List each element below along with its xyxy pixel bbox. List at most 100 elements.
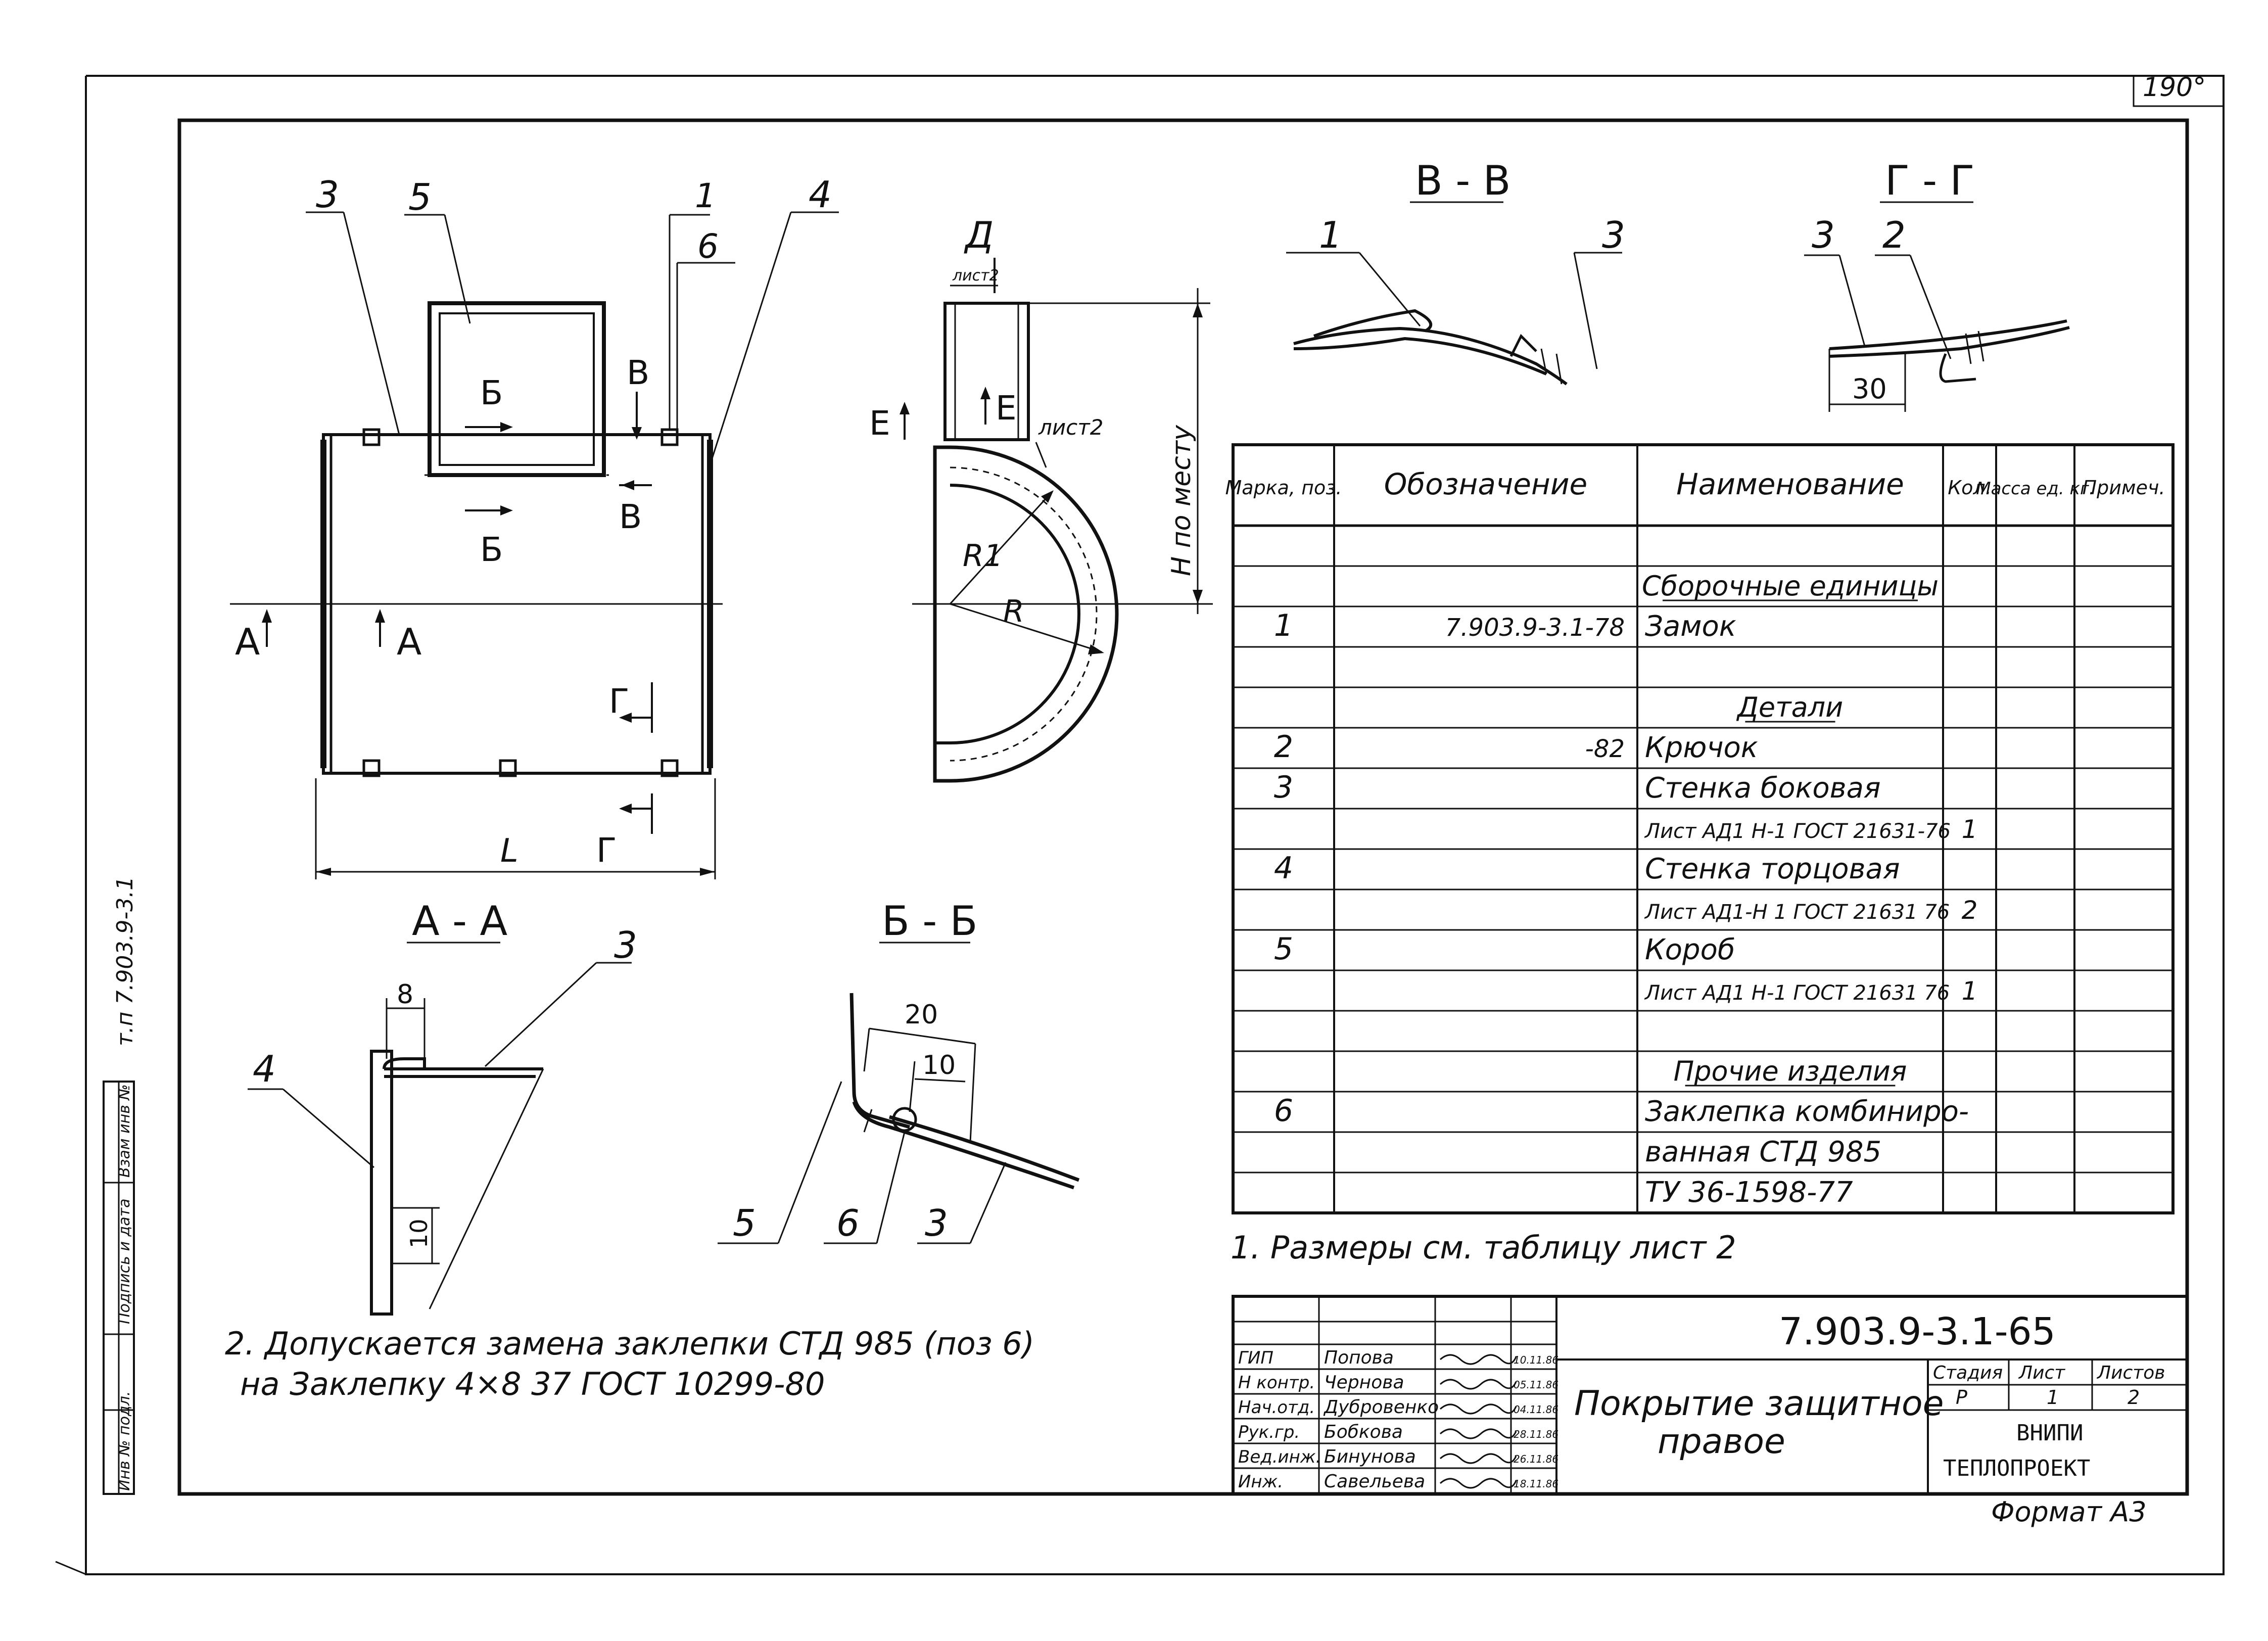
section-bb-title: Б - Б <box>882 898 978 945</box>
spec-cell: 2 <box>1962 896 1978 925</box>
signer-role: Вед.инж. <box>1238 1447 1321 1467</box>
signer-role: Н контр. <box>1238 1373 1315 1393</box>
sheet-value: 1 <box>2047 1386 2059 1409</box>
spec-cell: 6 <box>1274 1093 1293 1129</box>
spec-cell: Сборочные единицы <box>1642 570 1939 602</box>
signature-mark <box>1439 1428 1517 1439</box>
spec-cell: Стенка торцовая <box>1645 853 1900 885</box>
signer-date: 10.11.86 <box>1514 1354 1558 1366</box>
callout-5: 5 <box>408 176 432 218</box>
cut-G-top: Г <box>609 682 629 721</box>
signer-date: 28.11.86 <box>1514 1428 1558 1440</box>
dim-20: 20 <box>905 1000 938 1030</box>
side-inv-label: Инв № подл. <box>116 1391 133 1491</box>
spec-cell: Прочие изделия <box>1674 1055 1907 1087</box>
signature-mark <box>1439 1379 1517 1390</box>
signer-name: Бинунова <box>1324 1446 1416 1467</box>
signer-name: Бобкова <box>1324 1422 1403 1442</box>
signer-date: 18.11.86 <box>1514 1478 1558 1490</box>
spec-header-5: Примеч. <box>2083 477 2165 499</box>
section-vv-title: В - В <box>1415 157 1511 204</box>
callout-4: 4 <box>809 173 832 216</box>
callout-1: 1 <box>695 176 716 215</box>
side-view-title: Д <box>964 214 994 256</box>
side-view: Д лист2 R1 R Е Е лист2 <box>869 214 1213 783</box>
spec-header-0: Марка, поз. <box>1225 477 1342 499</box>
bb-callout-3: 3 <box>925 1202 948 1244</box>
spec-cell: 5 <box>1274 931 1293 967</box>
spec-header-4: Масса ед. кг. <box>1976 479 2094 499</box>
dim-H: Н по месту <box>1166 425 1197 576</box>
spec-cell: 4 <box>1274 851 1293 886</box>
dim-L: L <box>500 832 518 870</box>
stage-value: Р <box>1956 1386 1967 1409</box>
signature-mark <box>1439 1354 1517 1365</box>
signature-mark <box>1439 1478 1517 1489</box>
spec-header-2: Наименование <box>1676 467 1904 501</box>
spec-cell: Крючок <box>1645 731 1758 764</box>
stage-label: Стадия <box>1933 1363 2003 1383</box>
signer-role: Инж. <box>1238 1472 1283 1492</box>
sheets-label: Листов <box>2096 1363 2165 1383</box>
spec-cell: Лист АД1 Н-1 ГОСТ 21631 76 <box>1644 981 1950 1005</box>
cut-V-top: В <box>627 353 649 392</box>
note-1: 1. Размеры см. таблицу лист 2 <box>1231 1229 1736 1266</box>
title-line-2: правое <box>1658 1422 1785 1462</box>
callout-6: 6 <box>697 227 719 266</box>
spec-cell: Лист АД1 Н-1 ГОСТ 21631-76 <box>1644 820 1951 843</box>
format-label: Формат А3 <box>1991 1496 2147 1528</box>
cut-G-bottom: Г <box>596 831 617 870</box>
cut-A-left: А <box>235 621 260 663</box>
signer-role: Нач.отд. <box>1238 1397 1315 1418</box>
signer-date: 26.11.86 <box>1514 1453 1558 1465</box>
signer-role: Рук.гр. <box>1238 1422 1300 1442</box>
signer-name: Попова <box>1324 1347 1394 1368</box>
aa-callout-3: 3 <box>614 924 637 966</box>
org-line-2: ТЕПЛОПРОЕКТ <box>1943 1456 2090 1481</box>
spec-cell: 1 <box>1274 608 1293 643</box>
section-gg: Г - Г 30 3 2 <box>1804 157 2070 412</box>
vv-callout-3: 3 <box>1602 214 1625 256</box>
signer-role: ГИП <box>1238 1348 1273 1368</box>
vv-callout-1: 1 <box>1319 214 1342 256</box>
spec-header-1: Обозначение <box>1384 467 1587 501</box>
note-2-line-1: 2. Допускается замена заклепки СТД 985 (… <box>225 1325 1034 1362</box>
cut-E-left: Е <box>869 404 890 443</box>
bb-callout-5: 5 <box>733 1202 756 1244</box>
doc-number: 7.903.9-3.1-65 <box>1779 1310 2056 1353</box>
title-block: 7.903.9-3.1-65 Покрытие защитное правое … <box>1232 1295 2189 1495</box>
section-aa: А - А 8 10 4 3 <box>248 898 637 1316</box>
cut-B-top: Б <box>480 373 503 412</box>
side-project-code: т.п 7.903.9-3.1 <box>112 876 138 1046</box>
callout-3: 3 <box>316 173 339 216</box>
side-stamp: Инв № подл. Подпись и дата Взам инв № т.… <box>103 876 138 1495</box>
signer-date: 04.11.86 <box>1514 1403 1558 1416</box>
spec-cell: Лист АД1-Н 1 ГОСТ 21631 76 <box>1644 901 1950 924</box>
spec-cell: 1 <box>1962 976 1978 1006</box>
gg-callout-3: 3 <box>1812 214 1835 256</box>
spec-cell: Детали <box>1736 691 1844 723</box>
inner-frame <box>177 118 2189 1496</box>
spec-cell: Стенка боковая <box>1645 772 1881 805</box>
side-sign-label: Подпись и дата <box>116 1199 133 1325</box>
cut-E-right: Е <box>996 389 1017 428</box>
dim-30: 30 <box>1852 373 1887 405</box>
signature-mark <box>1439 1403 1517 1415</box>
sheet-number: 190° <box>2143 72 2206 103</box>
signer-name: Чернова <box>1324 1372 1404 1393</box>
sheet-number-box: 190° <box>2133 72 2224 107</box>
signer-name: Дубровенко <box>1323 1397 1439 1418</box>
spec-cell: Замок <box>1645 610 1736 643</box>
radius-R: R <box>1003 594 1024 629</box>
cut-B-bottom: Б <box>480 530 503 569</box>
signer-date: 05.11.86 <box>1514 1379 1558 1391</box>
spec-cell: 2 <box>1274 729 1293 765</box>
sheets-value: 2 <box>2128 1386 2140 1409</box>
org-line-1: ВНИПИ <box>2016 1420 2083 1446</box>
side-view-sheet-ref: лист2 <box>952 267 999 285</box>
spec-cell: 7.903.9-3.1-78 <box>1445 614 1625 642</box>
gg-callout-2: 2 <box>1882 214 1906 256</box>
bb-callout-6: 6 <box>836 1202 860 1244</box>
